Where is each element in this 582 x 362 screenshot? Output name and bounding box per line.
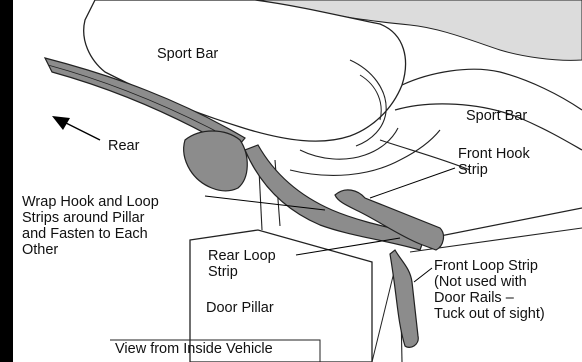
label-door-pillar: Door Pillar <box>206 300 274 316</box>
label-rear-loop-strip: Rear Loop Strip <box>208 248 276 280</box>
pillar-line-diag <box>372 268 395 362</box>
left-frame-border <box>0 0 13 362</box>
label-front-loop-strip: Front Loop Strip (Not used with Door Rai… <box>434 258 545 322</box>
label-front-hook-strip: Front Hook Strip <box>458 146 530 178</box>
label-sport-bar-right: Sport Bar <box>466 108 527 124</box>
label-wrap-instruction: Wrap Hook and Loop Strips around Pillar … <box>22 194 159 258</box>
leader-front-loop <box>414 268 432 282</box>
sport-bar-cover <box>84 0 406 141</box>
door-rail-line-top <box>420 208 582 240</box>
label-rear: Rear <box>108 138 139 154</box>
label-sport-bar-main: Sport Bar <box>157 46 218 62</box>
rear-strap-tongue <box>184 131 248 191</box>
view-caption: View from Inside Vehicle <box>115 341 273 357</box>
front-loop-strip <box>390 250 418 347</box>
leader-front-hook <box>370 168 455 198</box>
